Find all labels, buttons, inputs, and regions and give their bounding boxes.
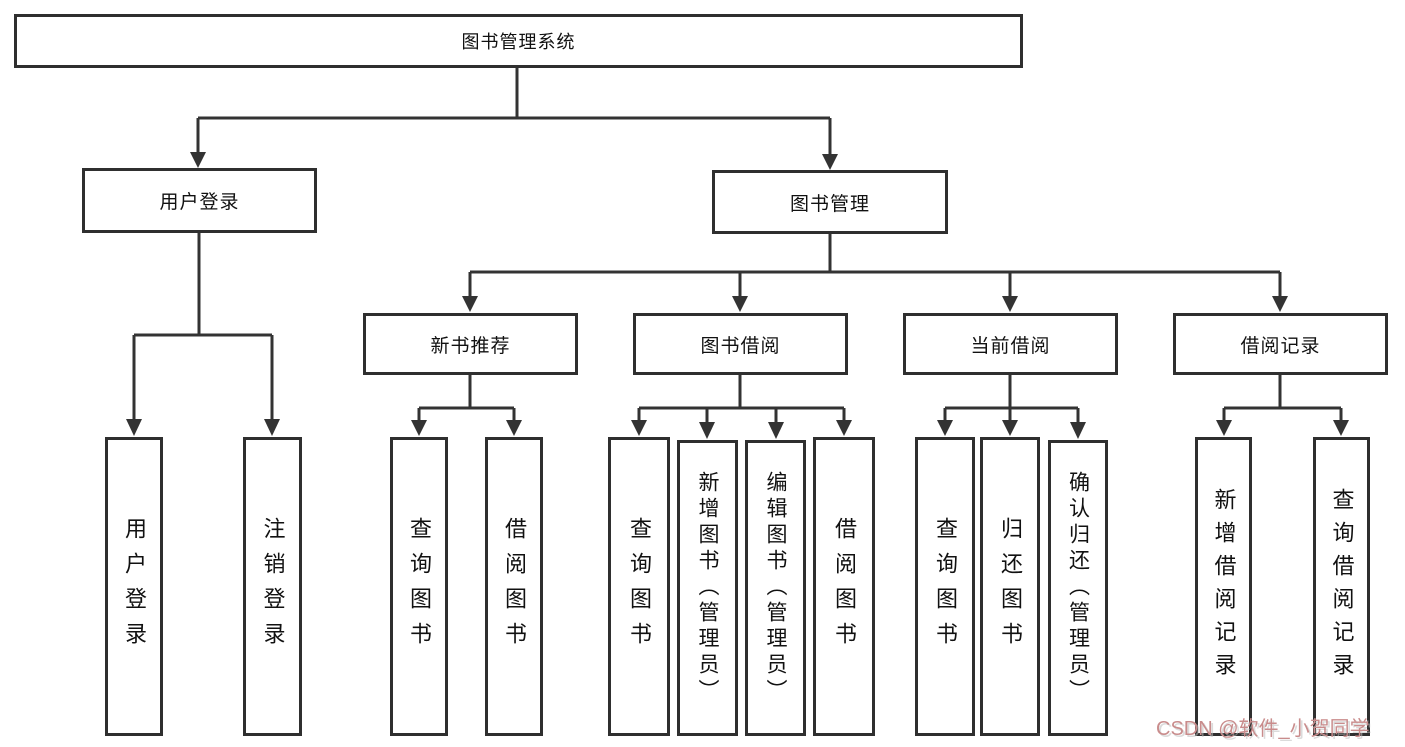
leaf-newbook-query-books: 查询图书 [390, 437, 448, 736]
leaf-current-query-books: 查询图书 [915, 437, 975, 736]
node-borrow-records: 借阅记录 [1173, 313, 1388, 375]
node-borrow-records-label: 借阅记录 [1240, 335, 1321, 357]
connector-new-book-leaves [417, 375, 516, 420]
arrowhead [699, 422, 715, 439]
leaf-return-books: 归还图书 [980, 437, 1040, 736]
arrowhead [1070, 422, 1086, 439]
arrowhead [822, 154, 838, 170]
arrowhead [126, 419, 142, 436]
node-new-book-recommend: 新书推荐 [363, 313, 578, 375]
arrowhead [1216, 420, 1232, 436]
node-current-borrowing-label: 当前借阅 [970, 335, 1051, 357]
node-user-login: 用户登录 [82, 168, 317, 233]
arrowhead [1002, 296, 1018, 312]
connector-borrow-record-leaves [1222, 375, 1343, 420]
arrowhead [264, 419, 280, 436]
arrowhead [190, 152, 206, 168]
leaf-edit-books-admin: 编辑图书（管理员） [745, 440, 806, 736]
arrowhead [732, 296, 748, 312]
leaf-add-books-admin: 新增图书（管理员） [677, 440, 738, 736]
arrowhead [1002, 420, 1018, 436]
leaf-borrowing-borrow-books: 借阅图书 [813, 437, 875, 736]
leaf-confirm-return-admin: 确认归还（管理员） [1048, 440, 1108, 736]
connector-root-level1 [196, 68, 832, 154]
node-user-login-label: 用户登录 [159, 192, 240, 213]
connector-user-login-leaves [132, 233, 274, 419]
leaf-logout: 注销登录 [243, 437, 302, 736]
arrowhead [411, 420, 427, 436]
connector-current-borrow-leaves [943, 375, 1080, 422]
node-current-borrowing: 当前借阅 [903, 313, 1118, 375]
connector-book-mgmt-level3 [468, 234, 1282, 296]
leaf-add-borrow-record: 新增借阅记录 [1195, 437, 1252, 736]
arrowhead [1272, 296, 1288, 312]
leaf-borrowing-query-books: 查询图书 [608, 437, 670, 736]
node-book-borrowing: 图书借阅 [633, 313, 848, 375]
csdn-watermark: CSDN @软件_小贺同学 [1156, 718, 1370, 740]
arrowhead [1333, 420, 1349, 436]
node-library-system: 图书管理系统 [14, 14, 1023, 68]
node-new-book-recommend-label: 新书推荐 [430, 335, 511, 357]
node-book-management: 图书管理 [712, 170, 948, 234]
connector-book-borrow-leaves [637, 375, 846, 422]
arrowhead [836, 420, 852, 436]
arrowhead [937, 420, 953, 436]
arrowhead [631, 420, 647, 436]
arrowhead [506, 420, 522, 436]
node-book-borrowing-label: 图书借阅 [700, 335, 781, 357]
leaf-newbook-borrow-books: 借阅图书 [485, 437, 543, 736]
node-book-management-label: 图书管理 [789, 193, 870, 215]
arrowhead [768, 422, 784, 439]
leaf-user-login: 用户登录 [105, 437, 163, 736]
leaf-query-borrow-record: 查询借阅记录 [1313, 437, 1370, 736]
arrowhead [462, 296, 478, 312]
node-library-system-label: 图书管理系统 [461, 32, 576, 52]
